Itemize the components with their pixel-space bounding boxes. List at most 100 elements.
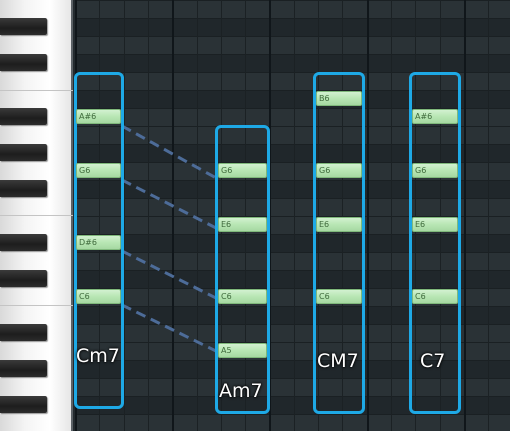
grid-beat-line — [391, 0, 392, 431]
grid-row — [75, 180, 510, 198]
chord-box-am7[interactable] — [215, 125, 270, 414]
grid-row — [75, 252, 510, 270]
grid-row — [75, 288, 510, 306]
note-block[interactable]: C6 — [316, 289, 362, 304]
note-label: A#6 — [415, 112, 433, 121]
note-block[interactable]: G6 — [218, 163, 267, 178]
grid-bar-line — [464, 0, 466, 431]
black-key[interactable] — [0, 18, 47, 35]
grid-row — [75, 54, 510, 72]
grid-row-divider — [75, 216, 510, 217]
note-label: A#6 — [79, 112, 97, 121]
grid-row-divider — [75, 414, 510, 415]
note-block[interactable]: G6 — [412, 163, 458, 178]
grid-row — [75, 216, 510, 234]
note-block[interactable]: E6 — [218, 217, 267, 232]
piano-keyboard[interactable] — [0, 0, 73, 431]
grid-beat-line — [440, 0, 441, 431]
grid-row-divider — [75, 72, 510, 73]
note-label: A5 — [221, 346, 232, 355]
note-block[interactable]: C6 — [218, 289, 267, 304]
voice-leading-line — [121, 249, 219, 301]
octave-divider — [0, 90, 73, 91]
note-block[interactable]: A5 — [218, 343, 267, 358]
grid-row-divider — [75, 360, 510, 361]
note-block[interactable]: A#6 — [412, 109, 458, 124]
note-label: G6 — [415, 166, 427, 175]
note-block[interactable]: G6 — [316, 163, 362, 178]
note-label: E6 — [319, 220, 330, 229]
grid-beat-line — [415, 0, 416, 431]
grid-row-divider — [75, 270, 510, 271]
chord-name-label: Am7 — [219, 380, 263, 402]
note-label: E6 — [415, 220, 426, 229]
black-key[interactable] — [0, 180, 47, 197]
grid-row — [75, 396, 510, 414]
grid-row-divider — [75, 180, 510, 181]
chord-box-cm7[interactable] — [74, 72, 124, 409]
note-block[interactable]: B6 — [316, 91, 362, 106]
grid-row — [75, 162, 510, 180]
chord-box-c7[interactable] — [409, 72, 461, 414]
grid-beat-line — [221, 0, 222, 431]
grid-row — [75, 126, 510, 144]
note-label: E6 — [221, 220, 232, 229]
grid-row-divider — [75, 0, 510, 1]
voice-leading-line — [121, 178, 219, 231]
grid-row-divider — [75, 108, 510, 109]
voice-leading-line — [121, 124, 219, 181]
note-grid[interactable] — [75, 0, 510, 431]
black-key[interactable] — [0, 54, 47, 71]
black-key[interactable] — [0, 360, 47, 377]
grid-beat-line — [197, 0, 198, 431]
chord-box-cm7-major[interactable] — [313, 72, 365, 414]
grid-beat-line — [124, 0, 125, 431]
note-block[interactable]: G6 — [76, 163, 121, 178]
grid-row — [75, 360, 510, 378]
grid-row — [75, 234, 510, 252]
grid-beat-line — [318, 0, 319, 431]
note-label: B6 — [319, 94, 330, 103]
octave-divider — [0, 215, 73, 216]
note-block[interactable]: D#6 — [76, 235, 121, 250]
note-block[interactable]: E6 — [316, 217, 362, 232]
grid-row-divider — [75, 198, 510, 199]
black-key[interactable] — [0, 144, 47, 161]
black-key[interactable] — [0, 108, 47, 125]
grid-row-divider — [75, 144, 510, 145]
grid-row-divider — [75, 90, 510, 91]
grid-beat-line — [99, 0, 100, 431]
note-block[interactable]: C6 — [412, 289, 458, 304]
grid-row — [75, 108, 510, 126]
black-key[interactable] — [0, 234, 47, 251]
note-block[interactable]: A#6 — [76, 109, 121, 124]
octave-divider — [0, 305, 73, 306]
grid-row-divider — [75, 18, 510, 19]
chord-name-label: C7 — [420, 350, 446, 372]
note-block[interactable]: C6 — [76, 289, 121, 304]
grid-row — [75, 378, 510, 396]
grid-beat-line — [245, 0, 246, 431]
note-label: G6 — [319, 166, 331, 175]
black-key[interactable] — [0, 270, 47, 287]
grid-row — [75, 342, 510, 360]
black-key[interactable] — [0, 396, 47, 413]
grid-beat-line — [342, 0, 343, 431]
grid-row — [75, 36, 510, 54]
grid-row-divider — [75, 378, 510, 379]
grid-row — [75, 144, 510, 162]
chord-name-label: CM7 — [317, 350, 359, 372]
grid-bar-line — [367, 0, 369, 431]
grid-row-divider — [75, 126, 510, 127]
grid-bar-line — [172, 0, 174, 431]
note-label: C6 — [415, 292, 426, 301]
grid-row — [75, 0, 510, 18]
grid-row-divider — [75, 234, 510, 235]
grid-row-divider — [75, 54, 510, 55]
grid-row-divider — [75, 36, 510, 37]
black-key[interactable] — [0, 324, 47, 341]
note-label: G6 — [79, 166, 91, 175]
note-block[interactable]: E6 — [412, 217, 458, 232]
